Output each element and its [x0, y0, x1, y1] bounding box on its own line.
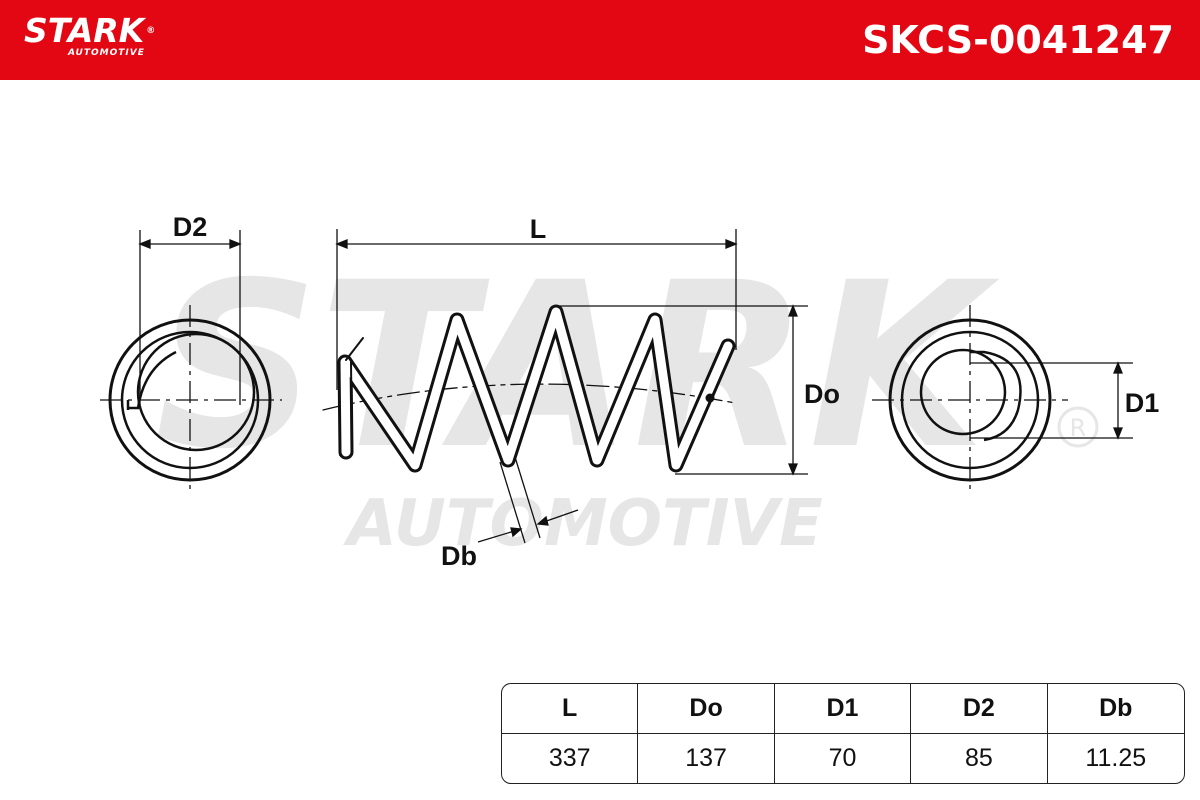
spring-side-view	[322, 304, 736, 473]
d2-dimension	[138, 230, 242, 405]
label-d1: D1	[1125, 388, 1160, 418]
right-end-view	[872, 305, 1068, 495]
label-l: L	[530, 214, 547, 244]
label-do: Do	[804, 379, 840, 409]
l-dimension	[335, 229, 738, 390]
spec-header-d1: D1	[774, 684, 912, 734]
spec-header-l: L	[502, 684, 639, 734]
header-bar: STARK® AUTOMOTIVE SKCS-0041247	[0, 0, 1200, 80]
spring-drawing: STARK AUTOMOTIVE R D2 D1	[100, 212, 1160, 571]
part-number: SKCS-0041247	[862, 18, 1174, 62]
spec-value-row: 337 137 70 85 11.25	[502, 734, 1184, 783]
spec-header-db: Db	[1047, 684, 1184, 734]
spec-value-do: 137	[638, 734, 775, 783]
left-end-view	[100, 305, 282, 495]
watermark-sub: AUTOMOTIVE	[342, 487, 823, 561]
registered-mark: ®	[146, 26, 156, 36]
d1-dimension	[970, 361, 1133, 440]
watermark-registered-letter: R	[1070, 414, 1087, 442]
spec-header-do: Do	[638, 684, 775, 734]
label-d2: D2	[173, 212, 208, 242]
spring-first-coil	[338, 337, 364, 456]
spring-end-dot	[705, 393, 715, 403]
spec-value-d2: 85	[911, 734, 1048, 783]
spec-value-db: 11.25	[1085, 744, 1147, 772]
db-dimension	[477, 456, 579, 544]
brand-name: STARK	[24, 11, 145, 50]
spec-header-d2: D2	[911, 684, 1048, 734]
label-db: Db	[441, 541, 477, 571]
spec-header-row: L Do D1 D2 Db	[502, 684, 1184, 734]
spec-value-l: 337	[502, 734, 639, 783]
watermark-registered-circle	[1057, 406, 1099, 448]
spec-table: L Do D1 D2 Db 337 137 70 85 11.25	[501, 683, 1185, 784]
spec-value-d1: 70	[775, 734, 912, 783]
brand-subtitle: AUTOMOTIVE	[68, 48, 145, 58]
spring-coil-inner	[340, 307, 733, 470]
watermark: STARK AUTOMOTIVE R	[155, 233, 1099, 561]
brand-logo: STARK® AUTOMOTIVE	[24, 11, 156, 59]
do-dimension	[555, 304, 808, 476]
